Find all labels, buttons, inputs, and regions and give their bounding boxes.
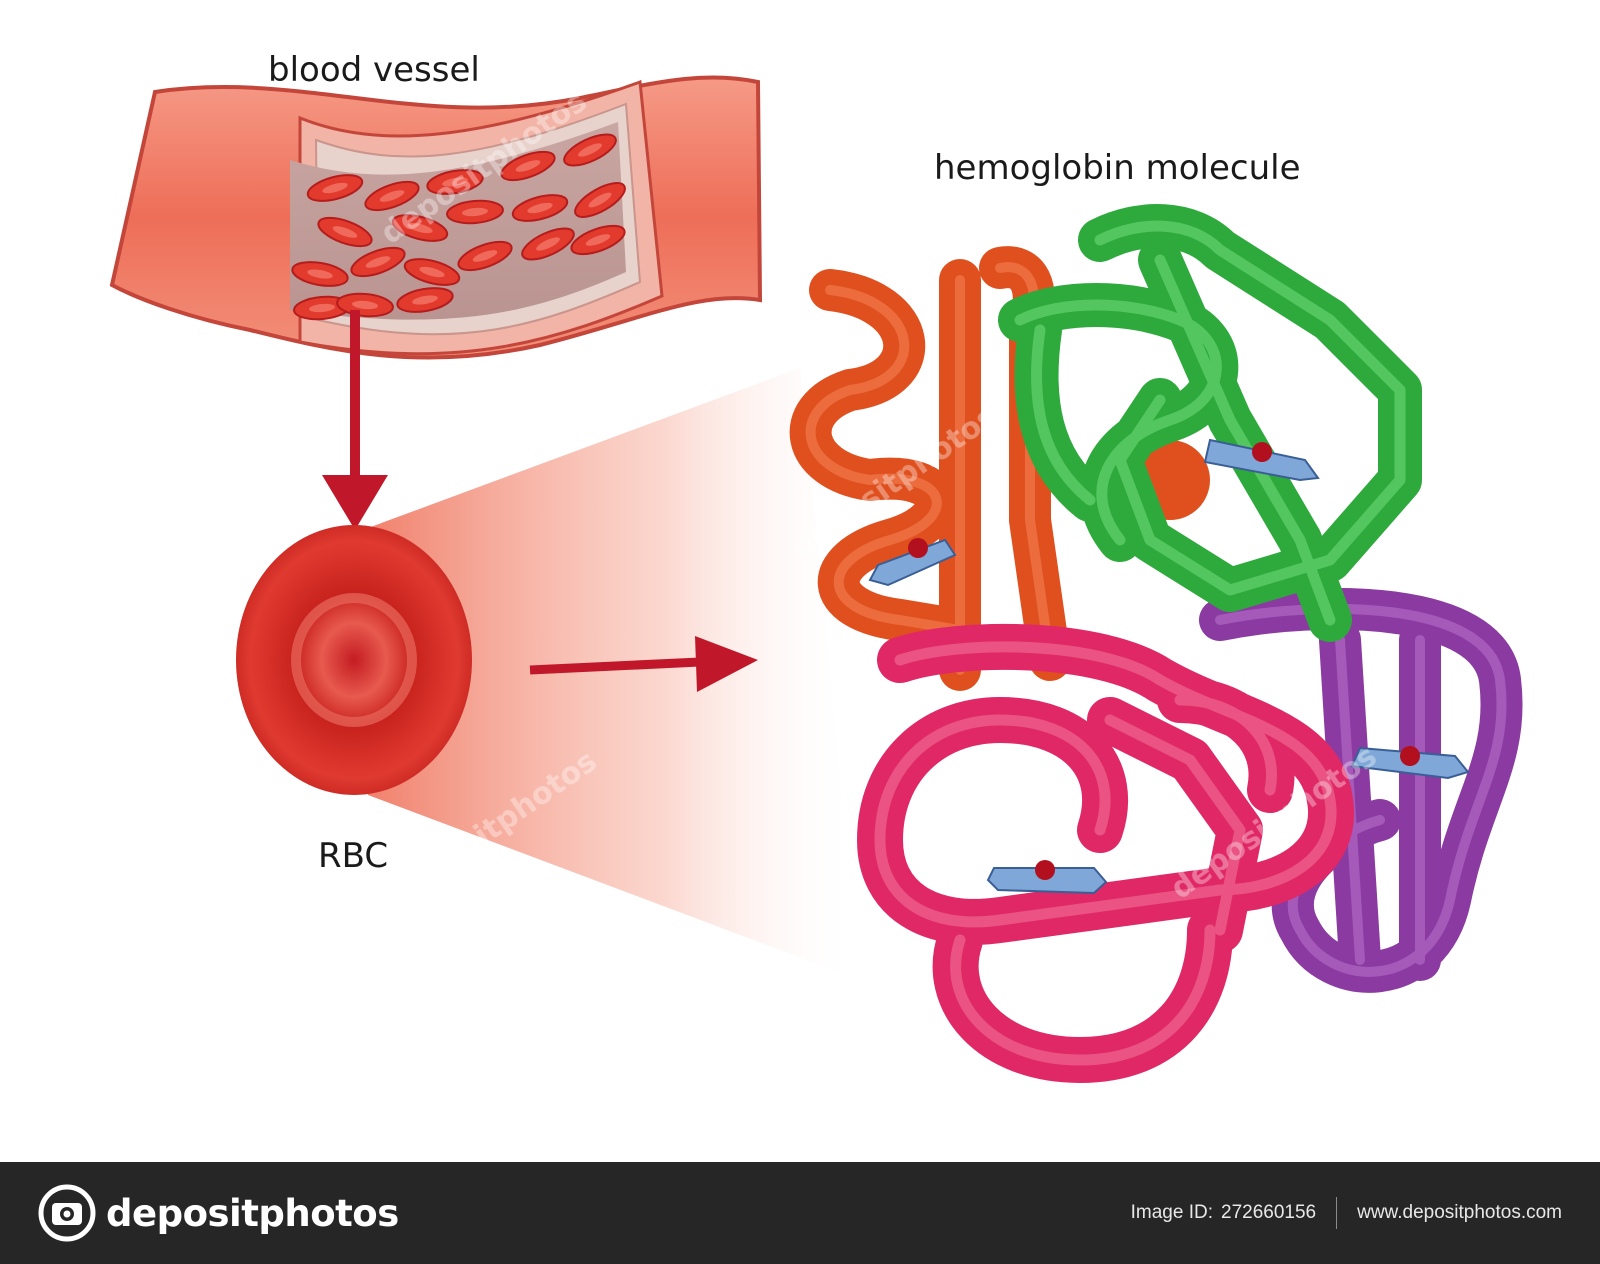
camera-logo-icon [38,1184,96,1242]
vessel-blood-cell-center [588,192,612,208]
vessel-blood-cells [291,133,626,321]
label-blood-vessel: blood vessel [268,50,480,90]
footer-bar: depositphotos Image ID: 272660156 www.de… [0,1162,1600,1264]
label-hemoglobin-molecule: hemoglobin molecule [934,148,1301,188]
chain-purple [1199,587,1523,993]
hemoglobin-molecule [789,204,1523,1083]
vessel-blood-cell-center [578,143,602,157]
brand[interactable]: depositphotos [38,1182,399,1244]
diagram-svg: depositphotos depositphotos depositphoto… [109,75,1523,1083]
vessel-blood-cell-center [307,269,333,279]
vessel-blood-cell-center [407,222,433,234]
diagram-canvas: depositphotos depositphotos depositphoto… [109,50,1523,1083]
vessel-blood-cell-center [472,250,498,262]
heme-group-2 [1203,438,1320,482]
chain-pink [857,623,1355,1083]
vessel-blood-cell-center [419,266,445,278]
vessel-blood-cell-center [322,182,348,194]
chain-green [998,204,1422,642]
image-id-label: Image ID: [1130,1202,1213,1223]
arrow-right [529,636,758,692]
vessel-blood-cell-center [412,295,438,305]
heme-group-4 [986,860,1108,895]
label-rbc: RBC [318,836,389,876]
vessel-blood-cell-center [527,202,553,214]
blood-vessel-illustration [109,75,763,360]
image-id-value: 272660156 [1221,1202,1317,1223]
vessel-blood-cell-center [515,160,541,172]
vessel-blood-cell-center [352,300,378,310]
brand-name: depositphotos [106,1191,399,1235]
site-link[interactable]: www.depositphotos.com [1357,1202,1562,1223]
rbc-cell [236,525,472,795]
vessel-blood-cell-center [462,207,488,217]
arrow-down [322,310,388,530]
vessel-blood-cell-center [442,177,468,187]
image-meta: Image ID: 272660156 www.depositphotos.co… [1131,1162,1562,1264]
zoom-beam [368,368,860,980]
divider [1336,1197,1338,1229]
vessel-blood-cell-center [536,237,560,251]
vessel-blood-cell-center [332,226,358,238]
vessel-blood-cell-center [309,303,335,313]
heme-group-1 [868,538,957,587]
vessel-blood-cell-center [379,190,405,202]
vessel-blood-cell-center [585,234,611,246]
heme-group-3 [1350,746,1470,780]
vessel-blood-cell-center [365,256,391,268]
